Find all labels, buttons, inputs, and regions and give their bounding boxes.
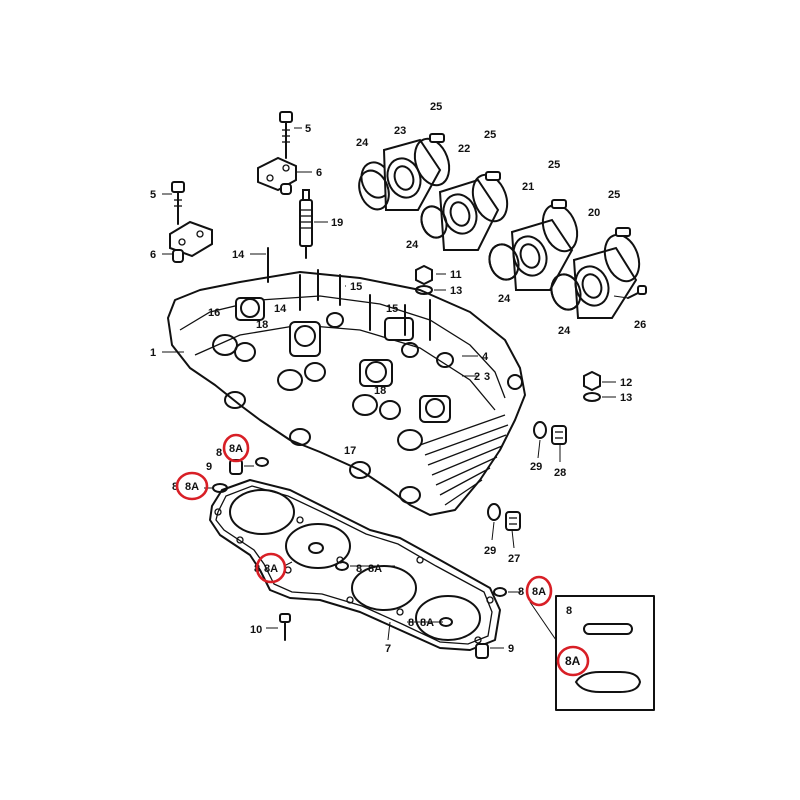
label-24-b: 24	[406, 239, 419, 251]
label-8A-left: 8A	[185, 481, 199, 493]
label-25-a: 25	[430, 101, 442, 113]
bolt-top	[279, 111, 293, 159]
label-24-c: 24	[498, 293, 511, 305]
label-18-a: 18	[256, 319, 268, 331]
highlight-circle-8A-mid	[255, 552, 287, 584]
label-1: 1	[150, 347, 156, 359]
label-23: 23	[394, 125, 406, 137]
bracket-top	[257, 156, 297, 195]
label-6-top: 6	[316, 167, 322, 179]
bracket-left	[169, 220, 213, 263]
highlight-circle-8A-right	[525, 575, 553, 607]
intake-holder-21	[488, 199, 579, 291]
label-8-center: 8	[356, 563, 362, 575]
highlight-circle-8A-inset	[556, 645, 590, 677]
label-7: 7	[385, 643, 391, 655]
label-14-b: 14	[274, 303, 287, 315]
label-26: 26	[634, 319, 646, 331]
o-ring-24b	[420, 205, 448, 239]
label-3: 3	[484, 371, 490, 383]
label-5-top: 5	[305, 123, 311, 135]
label-13-b: 13	[620, 392, 632, 404]
label-9-bottom: 9	[508, 643, 514, 655]
label-20: 20	[588, 207, 600, 219]
bolt-10	[279, 613, 291, 641]
label-21: 21	[522, 181, 534, 193]
intake-holder-23	[360, 133, 451, 211]
label-8-inset: 8	[566, 605, 572, 617]
spark-plug	[299, 189, 313, 259]
label-9-top: 9	[206, 461, 212, 473]
o-ring-8-mid	[308, 542, 324, 554]
label-16: 16	[208, 307, 220, 319]
label-28: 28	[554, 467, 566, 479]
leader-lines	[162, 127, 629, 649]
label-8A-inset: 8A	[565, 654, 581, 668]
label-14-a: 14	[232, 249, 245, 261]
label-2: 2	[474, 371, 480, 383]
label-8-right: 8	[518, 586, 524, 598]
label-15-b: 15	[386, 303, 398, 315]
o-ring-8-top	[255, 457, 269, 467]
o-ring-8-right	[493, 587, 507, 597]
part-labels: 5 6 5 6 19 14 14 15 15 16 18 18 17 1 11 …	[150, 101, 646, 668]
label-18-b: 18	[374, 385, 386, 397]
label-11: 11	[450, 269, 462, 281]
label-29-b: 29	[484, 545, 496, 557]
label-8-left: 8	[172, 481, 178, 493]
label-25-b: 25	[484, 129, 496, 141]
label-8A-top: 8A	[229, 443, 243, 455]
o-ring-8-center	[335, 561, 349, 571]
highlight-circle-8A-left	[175, 471, 209, 501]
label-27: 27	[508, 553, 520, 565]
label-8-bottom: 8	[408, 617, 414, 629]
label-8A-center: 8A	[368, 563, 382, 575]
cylinder-head	[167, 247, 526, 516]
dowel-pin-9b	[475, 643, 489, 659]
bolt-left	[171, 181, 185, 225]
label-15-a: 15	[350, 281, 362, 293]
label-24-a: 24	[356, 137, 369, 149]
label-24-d: 24	[558, 325, 571, 337]
label-13-a: 13	[450, 285, 462, 297]
label-19: 19	[331, 217, 343, 229]
label-25-c: 25	[548, 159, 560, 171]
highlight-circle-8A-top	[222, 433, 250, 463]
label-8A-right: 8A	[532, 586, 546, 598]
o-ring-24c	[488, 243, 520, 281]
label-17: 17	[344, 445, 356, 457]
highlight-markers	[175, 433, 590, 677]
cap-nut-right	[415, 264, 433, 295]
label-29-a: 29	[530, 461, 542, 473]
label-8A-bottom: 8A	[420, 617, 434, 629]
label-5-left: 5	[150, 189, 156, 201]
plug-27	[487, 503, 521, 531]
label-4: 4	[482, 351, 489, 363]
label-8A-mid: 8A	[264, 563, 278, 575]
cap-nut-side	[583, 370, 601, 402]
label-25-d: 25	[608, 189, 620, 201]
head-gasket	[209, 479, 501, 651]
screw-26	[627, 285, 647, 299]
o-ring-24d	[550, 273, 582, 311]
label-10: 10	[250, 624, 262, 636]
o-ring-24a	[358, 169, 390, 211]
label-12: 12	[620, 377, 632, 389]
label-22: 22	[458, 143, 470, 155]
label-6-left: 6	[150, 249, 156, 261]
inset-box	[555, 595, 655, 711]
label-8-top: 8	[216, 447, 222, 459]
intake-holder-20	[550, 227, 641, 319]
plug-28	[533, 421, 567, 445]
